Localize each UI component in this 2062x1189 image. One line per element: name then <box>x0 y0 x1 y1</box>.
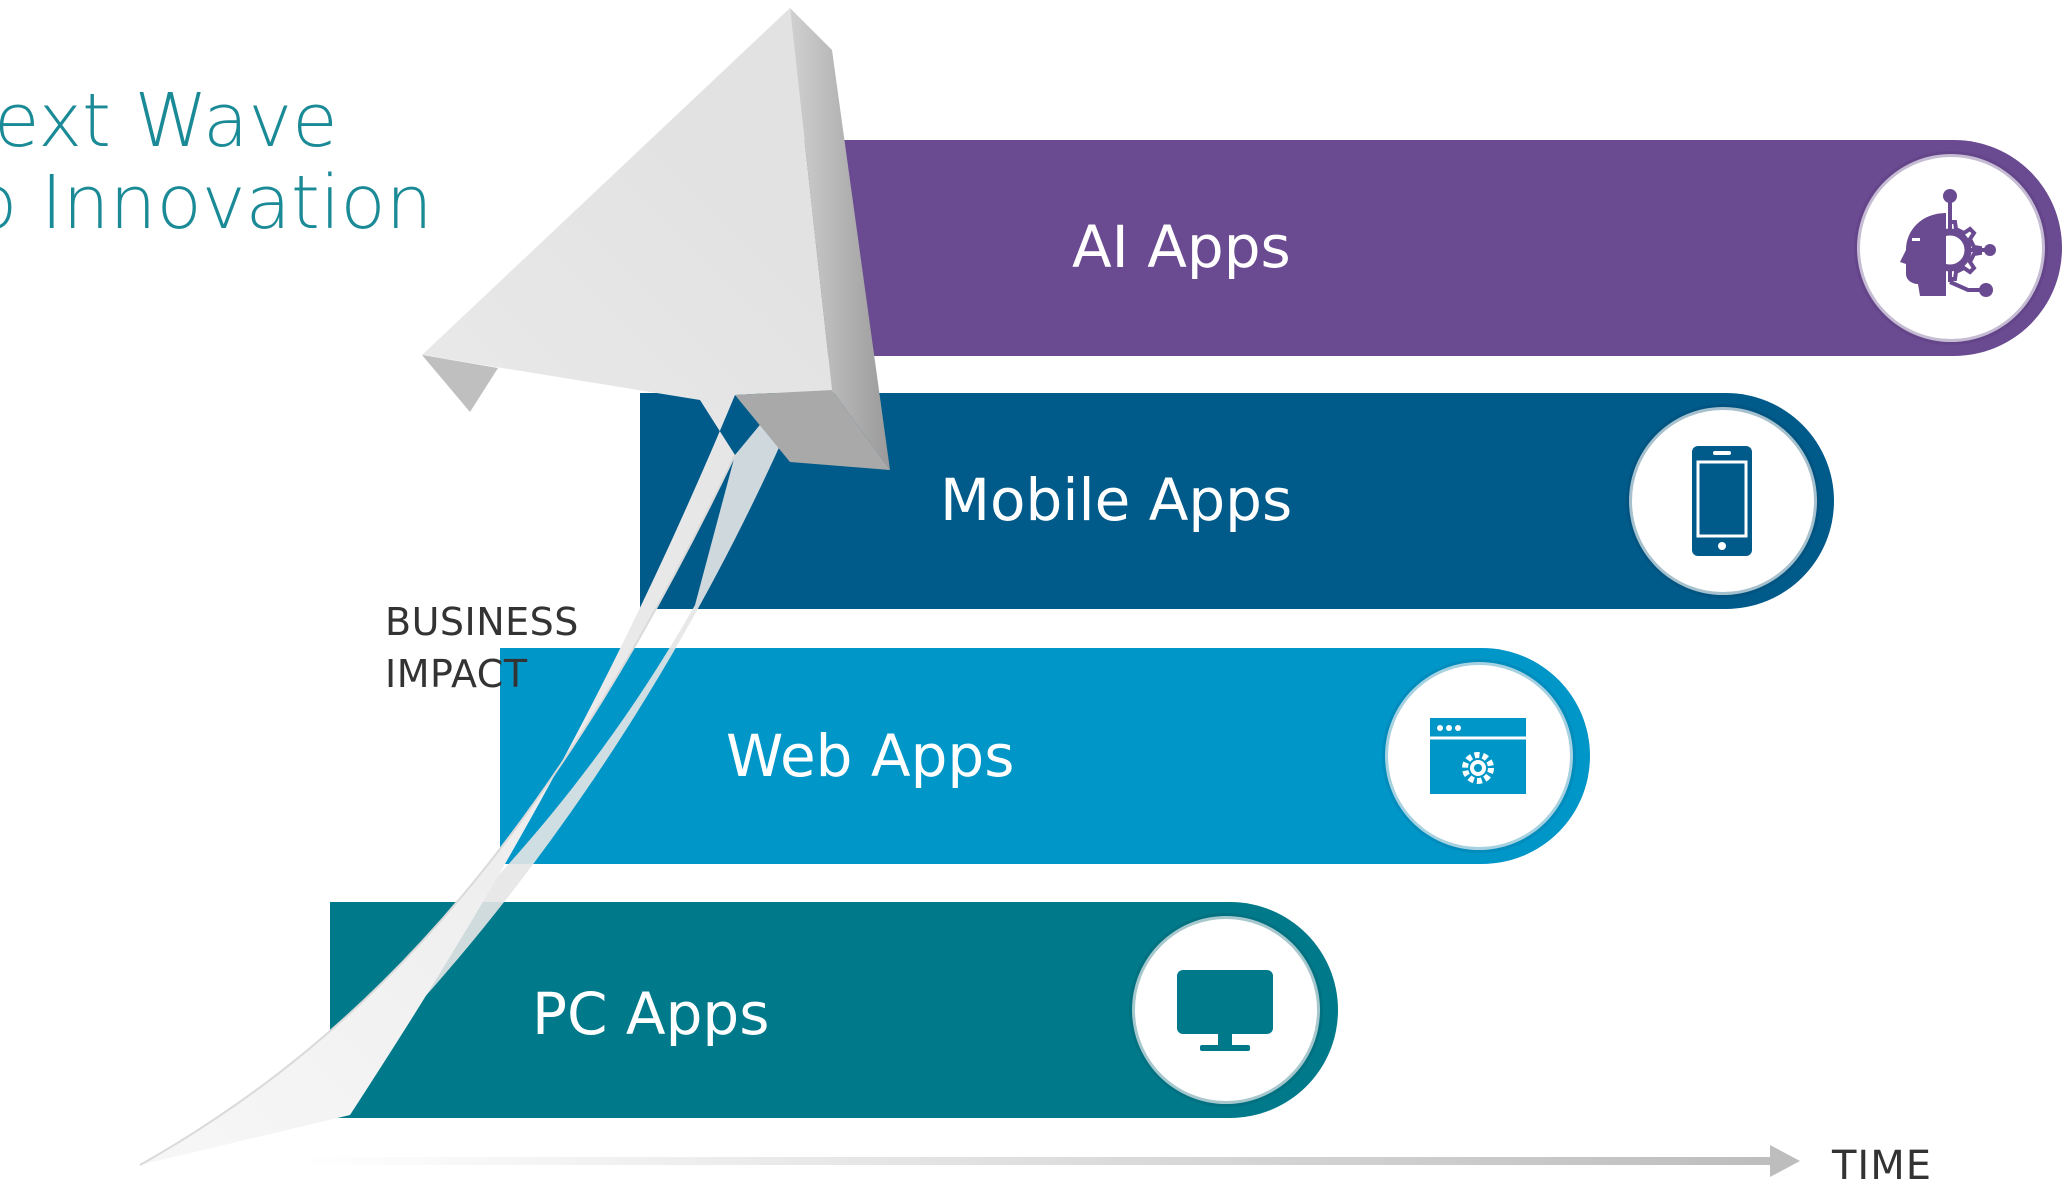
page-title-line-2-text: Innovation <box>40 160 433 246</box>
icon-circle-pc <box>1129 913 1323 1107</box>
bar-label-web-apps: Web Apps <box>726 722 1015 790</box>
bar-label-mobile-apps: Mobile Apps <box>940 466 1293 534</box>
bar-label-ai-apps: AI Apps <box>1072 213 1291 281</box>
arrow-label-line-1: BUSINESS <box>385 600 579 644</box>
business-impact-arrow <box>139 8 890 1166</box>
page-title-line-1: ext Wave <box>0 78 338 164</box>
arrow-label-line-2: IMPACT <box>385 652 528 696</box>
bar-label-pc-apps: PC Apps <box>532 980 770 1048</box>
time-axis-label: TIME <box>1832 1143 1933 1189</box>
bar-pc-apps <box>330 902 1338 1118</box>
icon-circle-mobile <box>1626 404 1820 598</box>
icon-circle-ai <box>1854 151 2048 345</box>
title-clipped-glyph: o <box>0 160 17 246</box>
arrow-label: BUSINESS IMPACT <box>385 596 579 700</box>
browser-settings-icon <box>1430 718 1526 794</box>
bar-web-apps <box>500 648 1590 864</box>
mobile-phone-icon <box>1692 446 1752 556</box>
bar-mobile-apps <box>640 393 1834 609</box>
desktop-monitor-icon <box>1177 970 1273 1051</box>
ai-head-gear-icon <box>1900 189 1996 297</box>
bar-ai-apps <box>760 140 2062 356</box>
page-title-line-2: o Innovation <box>0 166 433 240</box>
time-axis <box>300 1145 1800 1177</box>
icon-circle-web <box>1382 659 1576 853</box>
